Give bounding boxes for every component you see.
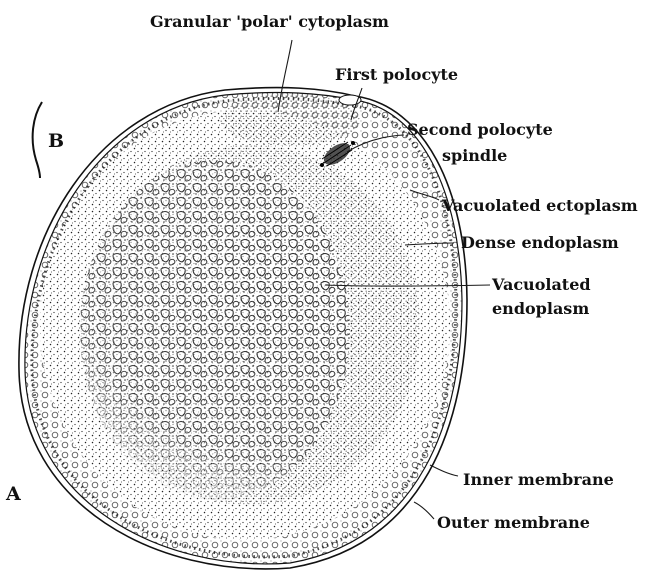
leader-inner-membrane xyxy=(430,465,458,476)
label-second-polocyte-line2: spindle xyxy=(442,146,507,165)
letter-a: A xyxy=(5,483,21,505)
label-first-polocyte: First polocyte xyxy=(335,65,458,84)
letter-b: B xyxy=(48,130,64,152)
leader-outer-membrane xyxy=(414,502,434,519)
label-vacuolated-ectoplasm: Vacuolated ectoplasm xyxy=(441,196,638,215)
label-second-polocyte-line1: Second polocyte xyxy=(407,120,553,139)
vacuolated-endoplasm-region xyxy=(80,160,350,500)
label-dense-endoplasm: Dense endoplasm xyxy=(461,233,619,252)
label-inner-membrane: Inner membrane xyxy=(463,470,614,489)
label-outer-membrane: Outer membrane xyxy=(437,513,590,532)
label-vacuolated-endoplasm-line2: endoplasm xyxy=(492,299,589,318)
b-bracket xyxy=(33,102,42,178)
label-vacuolated-endoplasm-line1: Vacuolated xyxy=(491,275,591,294)
label-granular-polar-cytoplasm: Granular 'polar' cytoplasm xyxy=(150,12,389,31)
